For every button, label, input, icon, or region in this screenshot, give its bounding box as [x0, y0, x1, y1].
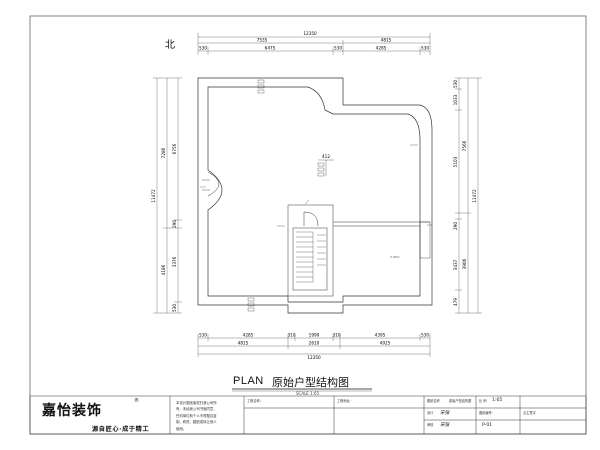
- copyright-notes: 本设计图纸版权归我公司所有，未经我公司书面同意，任何单位和个人不得擅自复制、修改…: [176, 401, 217, 431]
- left-dimensions: [153, 77, 182, 314]
- plan-annotations: [200, 79, 432, 312]
- ceiling-height-label: 412: [322, 154, 330, 159]
- dim-bottom-detail-2: 4285: [243, 333, 254, 338]
- bottom-dimensions: [197, 334, 431, 357]
- dim-left-mid-1: 7286: [161, 147, 166, 158]
- company-slogan: 源自匠心·成于精工: [92, 426, 150, 433]
- north-label: 北: [165, 40, 175, 51]
- stair-core: [287, 204, 334, 297]
- drawing-name-value: 原始户型结构图: [449, 399, 472, 403]
- dim-right-inner-6: 479: [453, 298, 458, 306]
- owner-confirm-label: 业主签字: [523, 411, 536, 415]
- dim-right-inner-2: 1033: [453, 94, 458, 105]
- dim-left-inner-3: 3376: [172, 256, 177, 267]
- sheet-border: [29, 15, 587, 435]
- brand-registered-mark: ®: [134, 398, 139, 404]
- dim-bottom-detail-7: 530: [421, 333, 429, 338]
- dim-bottom-mid-3: 4925: [380, 341, 391, 346]
- right-room: [333, 221, 431, 259]
- checker-signature: 宋强: [440, 423, 450, 428]
- dim-right-mid-1: 7566: [462, 140, 467, 151]
- dim-left-inner-1: 6756: [172, 143, 177, 154]
- exterior-walls: [197, 77, 433, 314]
- company-brand: 嘉怡装饰: [42, 403, 102, 419]
- scale-field-value: 1:65: [492, 398, 503, 403]
- dim-top-mid-2: 4815: [381, 38, 392, 43]
- designer-label: 设计: [427, 411, 434, 415]
- project-name-label: 工程名称：: [247, 399, 263, 403]
- dim-top-detail-2: 6475: [265, 46, 276, 51]
- dim-bottom-mid-2: 2610: [309, 341, 320, 346]
- dim-left-inner-2: 290: [172, 220, 177, 228]
- dim-right-inner-3: 5103: [453, 156, 458, 167]
- stair-treads: [296, 231, 326, 283]
- dim-bottom-total: 12350: [307, 355, 321, 360]
- dim-bottom-detail-3: 310: [288, 333, 296, 338]
- scale-field-label: 比 例: [479, 399, 487, 403]
- dim-right-inner-4: 290: [453, 222, 458, 230]
- top-dimensions: [197, 33, 431, 55]
- dim-right-inner-5: 3437: [453, 259, 458, 270]
- drawing-title-cn: 原始户型结构图: [272, 376, 349, 389]
- left-wall-marks: [202, 179, 210, 191]
- checker-label: 审核: [427, 423, 434, 427]
- dim-bottom-detail-5: 310: [333, 333, 341, 338]
- dim-left-outer: 11472: [151, 189, 156, 203]
- dim-right-mid-2: 3906: [462, 258, 467, 269]
- drawing-title-en: PLAN: [233, 375, 264, 387]
- ceiling-marker: [317, 159, 334, 177]
- designer-signature: 宋强: [440, 411, 450, 416]
- dim-bottom-detail-4: 1990: [309, 333, 320, 338]
- dim-bottom-detail-6: 4395: [375, 333, 386, 338]
- project-address-label: 工程地址：: [337, 399, 353, 403]
- dim-top-detail-5: 530: [421, 46, 429, 51]
- drawing-number-label: 图纸编号：: [479, 411, 495, 415]
- dim-bottom-detail-1: 530: [199, 333, 207, 338]
- drawing-name-label: 图纸名称: [427, 399, 440, 403]
- drawing-number-value: P-01: [482, 423, 493, 428]
- dim-top-mid-1: 7535: [257, 38, 268, 43]
- dim-right-outer: 11472: [472, 189, 477, 203]
- title-block: [29, 395, 587, 435]
- left-bay-curve: [207, 171, 220, 197]
- dim-right-inner-1: 530: [453, 80, 458, 88]
- dim-top-detail-4: 4285: [376, 46, 387, 51]
- room-height-note: 2.95m: [390, 255, 400, 259]
- dim-top-total: 12350: [303, 31, 317, 36]
- dim-top-detail-3: 530: [334, 46, 342, 51]
- dim-top-detail-1: 530: [199, 46, 207, 51]
- right-dimensions: [455, 77, 482, 314]
- drawing-scale: SCALE 1:65: [296, 391, 320, 396]
- dim-left-inner-4: 530: [172, 304, 177, 312]
- dim-left-mid-2: 4186: [161, 264, 166, 275]
- dim-bottom-mid-1: 4815: [238, 341, 249, 346]
